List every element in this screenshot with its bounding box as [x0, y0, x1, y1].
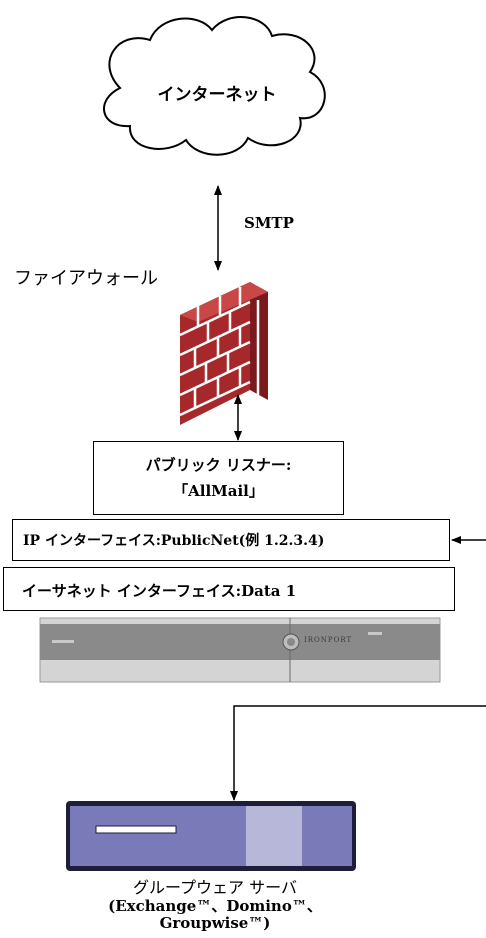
groupware-line2: (Exchange™、Domino™、 — [108, 897, 322, 915]
firewall-label: ファイアウォール — [14, 268, 158, 289]
groupware-line3: Groupwise™) — [159, 914, 271, 932]
listener-line2: 「AllMail」 — [173, 482, 264, 500]
internet-cloud-icon — [103, 16, 326, 156]
ip-interface-box: IP インターフェイス:PublicNet(例 1.2.3.4) — [12, 519, 450, 561]
firewall-icon — [179, 282, 268, 425]
server-connection-arrow — [230, 705, 486, 801]
listener-line1: パブリック リスナー: — [145, 456, 292, 474]
ethernet-interface-label: イーサネット インターフェイス:Data 1 — [22, 582, 297, 600]
ethernet-interface-box: イーサネット インターフェイス:Data 1 — [3, 567, 455, 611]
appliance-icon — [39, 617, 441, 683]
groupware-server-icon — [66, 801, 356, 871]
groupware-line1: グループウェア サーバ — [133, 878, 297, 897]
ip-interface-label: IP インターフェイス:PublicNet(例 1.2.3.4) — [23, 533, 325, 549]
internet-label: インターネット — [157, 85, 277, 105]
smtp-label: SMTP — [244, 214, 294, 232]
public-listener-box: パブリック リスナー: 「AllMail」 — [93, 441, 344, 515]
appliance-brand: IRONPORT — [304, 636, 353, 644]
